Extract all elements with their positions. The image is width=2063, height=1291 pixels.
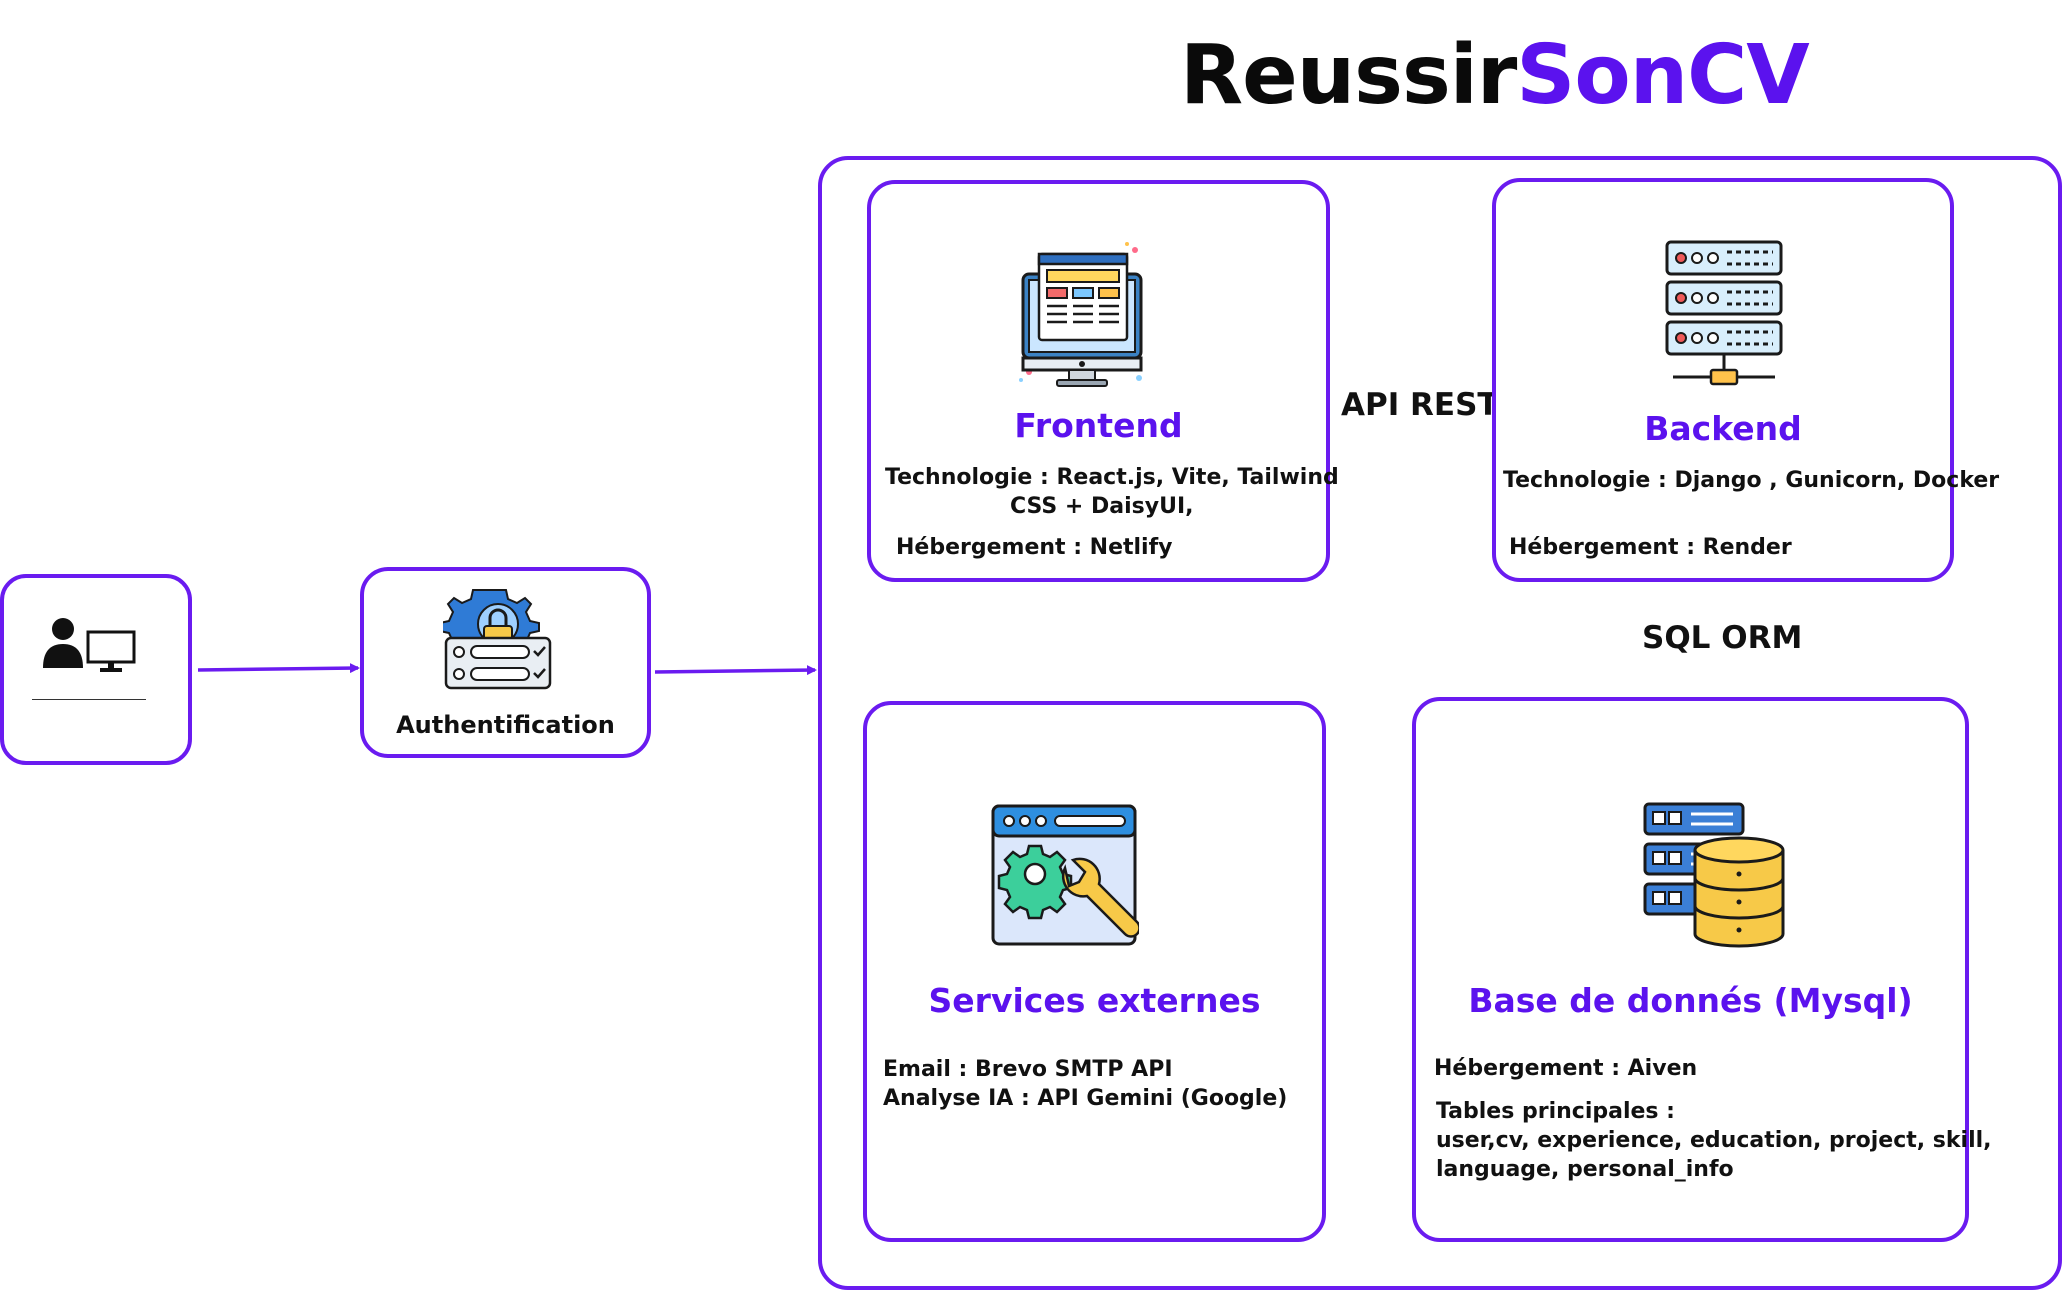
user-computer-icon [43, 618, 136, 672]
page-title: ReussirSonCV [1180, 28, 1810, 123]
services-box [863, 701, 1326, 1242]
services-ai: Analyse IA : API Gemini (Google) [883, 1086, 1288, 1111]
auth-label: Authentification [396, 711, 615, 739]
auth-gear-lock-icon [443, 589, 552, 690]
settings-tools-icon [991, 804, 1139, 946]
auth-to-system-arrow [654, 665, 817, 676]
database-tables-title: Tables principales : [1436, 1099, 1675, 1124]
database-box [1412, 697, 1969, 1242]
database-icon [1643, 802, 1785, 948]
services-email: Email : Brevo SMTP API [883, 1057, 1173, 1082]
frontend-tech-line-1: Technologie : React.js, Vite, Tailwind [885, 465, 1339, 490]
title-part-2: SonCV [1516, 28, 1809, 123]
database-tables-line-1: user,cv, experience, education, project,… [1436, 1128, 1992, 1153]
user-box [0, 574, 192, 765]
title-part-1: Reussir [1180, 28, 1517, 123]
user-divider [32, 699, 146, 700]
backend-title: Backend [1644, 409, 1802, 448]
database-title: Base de donnés (Mysql) [1468, 981, 1913, 1020]
database-hosting: Hébergement : Aiven [1434, 1056, 1698, 1081]
server-rack-icon [1665, 240, 1783, 386]
user-to-auth-arrow [197, 663, 360, 674]
database-tables-line-2: language, personal_info [1436, 1157, 1734, 1182]
backend-tech: Technologie : Django , Gunicorn, Docker [1503, 468, 2000, 493]
backend-hosting: Hébergement : Render [1509, 535, 1792, 560]
api-rest-label: API REST [1341, 387, 1499, 423]
services-title: Services externes [928, 981, 1261, 1020]
frontend-title: Frontend [1014, 406, 1183, 445]
frontend-tech-line-2: CSS + DaisyUI, [1010, 494, 1194, 519]
sql-orm-label: SQL ORM [1642, 620, 1803, 656]
web-monitor-icon [1019, 242, 1143, 387]
frontend-hosting: Hébergement : Netlify [896, 535, 1173, 560]
